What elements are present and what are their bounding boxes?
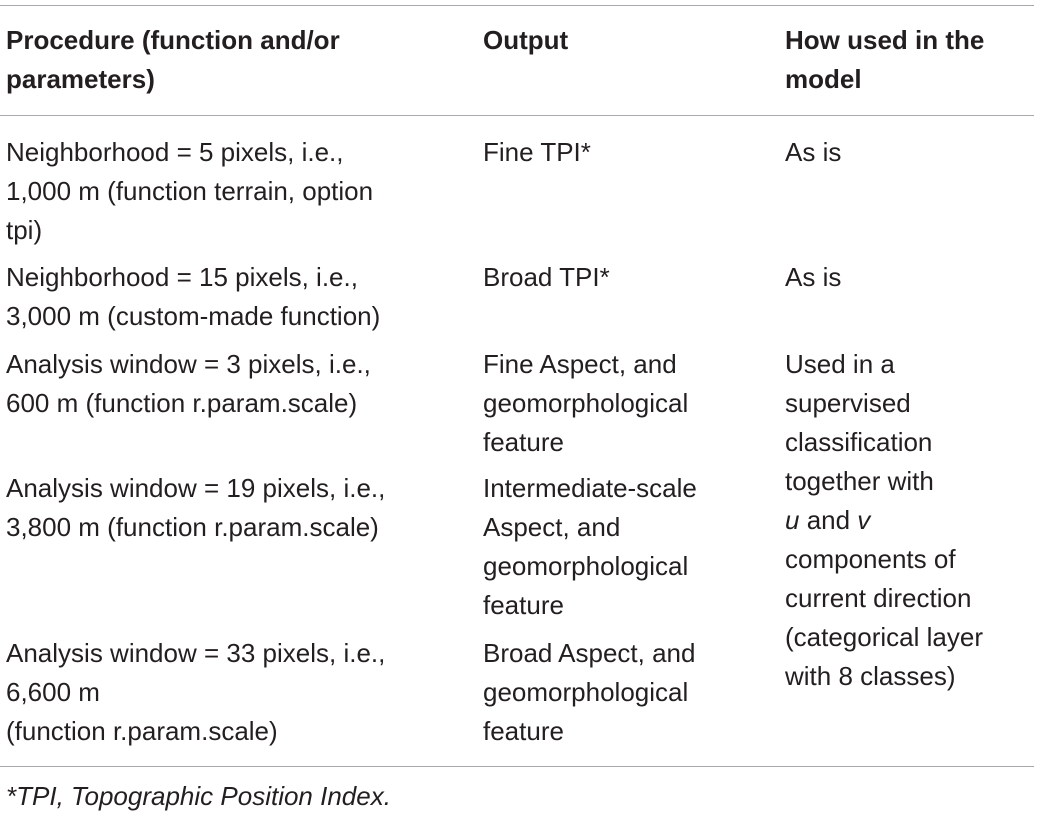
usage-line-9: with 8 classes) [785,661,956,691]
row-2-procedure: Neighborhood = 15 pixels, i.e., 3,000 m … [6,258,380,336]
row-2-output: Broad TPI* [483,258,610,297]
row-5-procedure-line-2: 6,600 m [6,677,100,707]
usage-and-text: and [799,505,858,535]
row-1-procedure-line-2: 1,000 m (function terrain, option [6,176,374,206]
header-procedure-line-2: parameters) [6,64,155,94]
row-1-procedure: Neighborhood = 5 pixels, i.e., 1,000 m (… [6,133,373,250]
usage-line-8: (categorical layer [785,622,983,652]
header-procedure-line-1: Procedure (function and/or [6,25,340,55]
row-4-output-line-3: geomorphological [483,551,689,581]
usage-line-6: components of [785,544,956,574]
usage-line-2: supervised [785,388,911,418]
row-1-usage-line-1: As is [785,137,842,167]
row-3-procedure-line-2: 600 m (function r.param.scale) [6,388,358,418]
header-usage-line-1: How used in the [785,25,985,55]
usage-line-4: together with [785,466,934,496]
row-5-output-line-3: feature [483,716,564,746]
header-output-line-1: Output [483,25,569,55]
header-usage-line-2: model [785,64,862,94]
table-bottom-rule [0,766,1034,767]
usage-line-1: Used in a [785,349,895,379]
table-top-rule [0,5,1034,6]
row-3-procedure-line-1: Analysis window = 3 pixels, i.e., [6,349,371,379]
row-5-output-line-1: Broad Aspect, and [483,638,696,668]
row-1-procedure-line-3: tpi) [6,215,43,245]
header-procedure: Procedure (function and/or parameters) [6,21,340,99]
row-5-procedure-line-3: (function r.param.scale) [6,716,278,746]
row-5-procedure: Analysis window = 33 pixels, i.e., 6,600… [6,634,385,751]
row-2-usage: As is [785,258,841,297]
row-1-output-line-1: Fine TPI* [483,137,591,167]
row-4-output: Intermediate-scale Aspect, and geomorpho… [483,469,697,625]
row-3-procedure: Analysis window = 3 pixels, i.e., 600 m … [6,345,371,423]
u-variable: u [785,505,800,535]
table-footnote: *TPI, Topographic Position Index. [6,781,391,811]
v-variable: v [857,505,871,535]
row-1-usage: As is [785,133,841,172]
row-3-output-line-2: geomorphological [483,388,689,418]
row-2-procedure-line-2: 3,000 m (custom-made function) [6,301,381,331]
usage-line-7: current direction [785,583,972,613]
merged-usage-cell: Used in a supervised classification toge… [785,345,983,696]
row-5-procedure-line-1: Analysis window = 33 pixels, i.e., [6,638,386,668]
row-5-output-line-2: geomorphological [483,677,689,707]
row-3-output: Fine Aspect, and geomorphological featur… [483,345,688,462]
row-2-output-line-1: Broad TPI* [483,262,610,292]
row-4-procedure-line-2: 3,800 m (function r.param.scale) [6,512,379,542]
row-4-procedure-line-1: Analysis window = 19 pixels, i.e., [6,473,386,503]
table-header-rule [0,115,1034,116]
row-2-usage-line-1: As is [785,262,842,292]
row-1-procedure-line-1: Neighborhood = 5 pixels, i.e., [6,137,344,167]
header-usage: How used in the model [785,21,984,99]
row-3-output-line-3: feature [483,427,564,457]
row-2-procedure-line-1: Neighborhood = 15 pixels, i.e., [6,262,358,292]
header-output: Output [483,21,568,60]
row-4-output-line-4: feature [483,590,564,620]
usage-line-3: classification [785,427,933,457]
row-3-output-line-1: Fine Aspect, and [483,349,677,379]
row-5-output: Broad Aspect, and geomorphological featu… [483,634,695,751]
row-1-output: Fine TPI* [483,133,591,172]
row-4-output-line-2: Aspect, and [483,512,621,542]
row-4-output-line-1: Intermediate-scale [483,473,697,503]
usage-line-5: u and v [785,501,983,540]
row-4-procedure: Analysis window = 19 pixels, i.e., 3,800… [6,469,385,547]
